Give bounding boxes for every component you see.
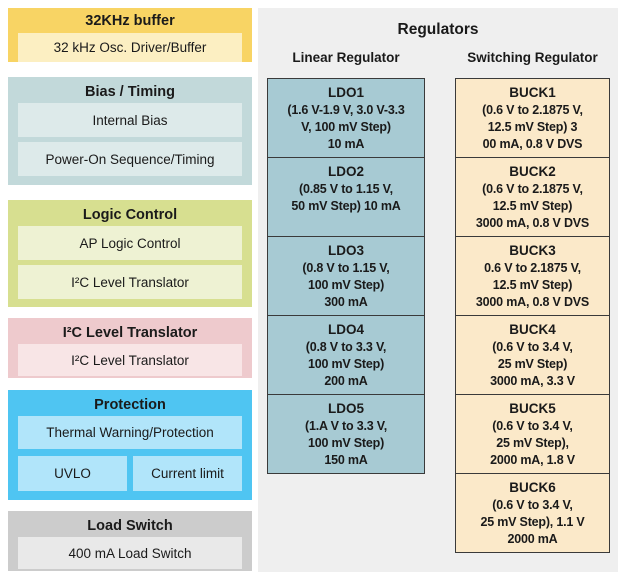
regulator-name: LDO4 — [327, 322, 364, 337]
regulator-name: BUCK1 — [509, 85, 556, 100]
buck6-box: BUCK6 (0.6 V to 3.4 V, 25 mV Step), 1.1 … — [455, 473, 610, 553]
block-items: Internal Bias Power-On Sequence/Timing — [18, 103, 242, 176]
regulator-name: BUCK5 — [509, 401, 556, 416]
block-i2c-level-translator: I²C Level Translator I²C Level Translato… — [8, 318, 252, 378]
buck4-box: BUCK4 (0.6 V to 3.4 V, 25 mV Step) 3000 … — [455, 315, 610, 395]
regulator-name: BUCK4 — [509, 322, 556, 337]
regulator-spec: (0.8 V to 3.3 V, 100 mV Step) 200 mA — [305, 340, 387, 388]
regulator-spec: (0.85 V to 1.15 V, 50 mV Step) 10 mA — [291, 182, 401, 213]
regulators-title: Regulators — [397, 21, 479, 38]
regulators-panel: Regulators Linear Regulator Switching Re… — [258, 8, 618, 572]
regulator-name: LDO2 — [327, 164, 364, 179]
regulator-name: BUCK2 — [509, 164, 556, 179]
regulator-spec: (0.6 V to 3.4 V, 25 mV Step) 3000 mA, 3.… — [490, 340, 575, 388]
regulator-name: LDO5 — [327, 401, 364, 416]
linear-regulator-header: Linear Regulator — [292, 50, 400, 65]
block-item: AP Logic Control — [18, 226, 242, 260]
block-items: AP Logic Control I²C Level Translator — [18, 226, 242, 299]
regulator-spec: (0.6 V to 3.4 V, 25 mV Step), 1.1 V 2000… — [480, 498, 585, 546]
block-title: Load Switch — [87, 518, 173, 534]
block-item: Power-On Sequence/Timing — [18, 142, 242, 176]
block-item: I²C Level Translator — [18, 265, 242, 299]
ldo3-box: LDO3 (0.8 V to 1.15 V, 100 mV Step) 300 … — [267, 236, 425, 316]
buck3-box: BUCK3 0.6 V to 2.1875 V, 12.5 mV Step) 3… — [455, 236, 610, 316]
ldo4-box: LDO4 (0.8 V to 3.3 V, 100 mV Step) 200 m… — [267, 315, 425, 395]
regulator-spec: (1.6 V-1.9 V, 3.0 V-3.3 V, 100 mV Step) … — [287, 103, 405, 151]
block-title: Logic Control — [82, 207, 178, 223]
block-title: Protection — [94, 397, 166, 413]
buck1-box: BUCK1 (0.6 V to 2.1875 V, 12.5 mV Step) … — [455, 78, 610, 158]
buck5-box: BUCK5 (0.6 V to 3.4 V, 25 mV Step), 2000… — [455, 394, 610, 474]
regulator-name: BUCK3 — [509, 243, 556, 258]
block-item: Internal Bias — [18, 103, 242, 137]
block-32khz-buffer: 32KHz buffer 32 kHz Osc. Driver/Buffer — [8, 8, 252, 62]
switching-regulator-header: Switching Regulator — [467, 50, 598, 65]
regulator-name: LDO3 — [327, 243, 364, 258]
block-bias-timing: Bias / Timing Internal Bias Power-On Seq… — [8, 77, 252, 185]
block-item: I²C Level Translator — [18, 344, 242, 376]
regulator-spec: (1.A V to 3.3 V, 100 mV Step) 150 mA — [304, 419, 388, 467]
ldo5-box: LDO5 (1.A V to 3.3 V, 100 mV Step) 150 m… — [267, 394, 425, 474]
regulator-spec: (0.6 V to 3.4 V, 25 mV Step), 2000 mA, 1… — [490, 419, 575, 467]
block-load-switch: Load Switch 400 mA Load Switch — [8, 511, 252, 571]
regulator-spec: (0.6 V to 2.1875 V, 12.5 mV Step) 3000 m… — [475, 182, 590, 230]
ldo-column: LDO1 (1.6 V-1.9 V, 3.0 V-3.3 V, 100 mV S… — [267, 78, 425, 474]
block-item: 32 kHz Osc. Driver/Buffer — [18, 33, 242, 62]
block-title: I²C Level Translator — [62, 325, 198, 341]
regulator-name: BUCK6 — [509, 480, 556, 495]
block-logic-control: Logic Control AP Logic Control I²C Level… — [8, 200, 252, 307]
block-items: 32 kHz Osc. Driver/Buffer — [18, 33, 242, 62]
block-items: Thermal Warning/Protection — [18, 416, 242, 449]
block-items: I²C Level Translator — [18, 344, 242, 376]
block-item: UVLO — [18, 456, 127, 491]
block-items: 400 mA Load Switch — [18, 537, 242, 569]
regulator-spec: (0.8 V to 1.15 V, 100 mV Step) 300 mA — [302, 261, 390, 309]
regulator-spec: (0.6 V to 2.1875 V, 12.5 mV Step) 3 00 m… — [482, 103, 583, 151]
protection-split-row: UVLO Current limit — [18, 456, 242, 491]
block-item: Thermal Warning/Protection — [18, 416, 242, 449]
block-item: Current limit — [133, 456, 242, 491]
buck-column: BUCK1 (0.6 V to 2.1875 V, 12.5 mV Step) … — [455, 78, 610, 553]
function-block-column: 32KHz buffer 32 kHz Osc. Driver/Buffer B… — [8, 8, 252, 571]
block-item: 400 mA Load Switch — [18, 537, 242, 569]
block-protection: Protection Thermal Warning/Protection UV… — [8, 390, 252, 500]
buck2-box: BUCK2 (0.6 V to 2.1875 V, 12.5 mV Step) … — [455, 157, 610, 237]
regulator-spec: 0.6 V to 2.1875 V, 12.5 mV Step) 3000 mA… — [475, 261, 590, 309]
block-title: 32KHz buffer — [85, 13, 175, 29]
ldo1-box: LDO1 (1.6 V-1.9 V, 3.0 V-3.3 V, 100 mV S… — [267, 78, 425, 158]
regulator-name: LDO1 — [327, 85, 364, 100]
ldo2-box: LDO2 (0.85 V to 1.15 V, 50 mV Step) 10 m… — [267, 157, 425, 237]
block-title: Bias / Timing — [85, 84, 175, 100]
